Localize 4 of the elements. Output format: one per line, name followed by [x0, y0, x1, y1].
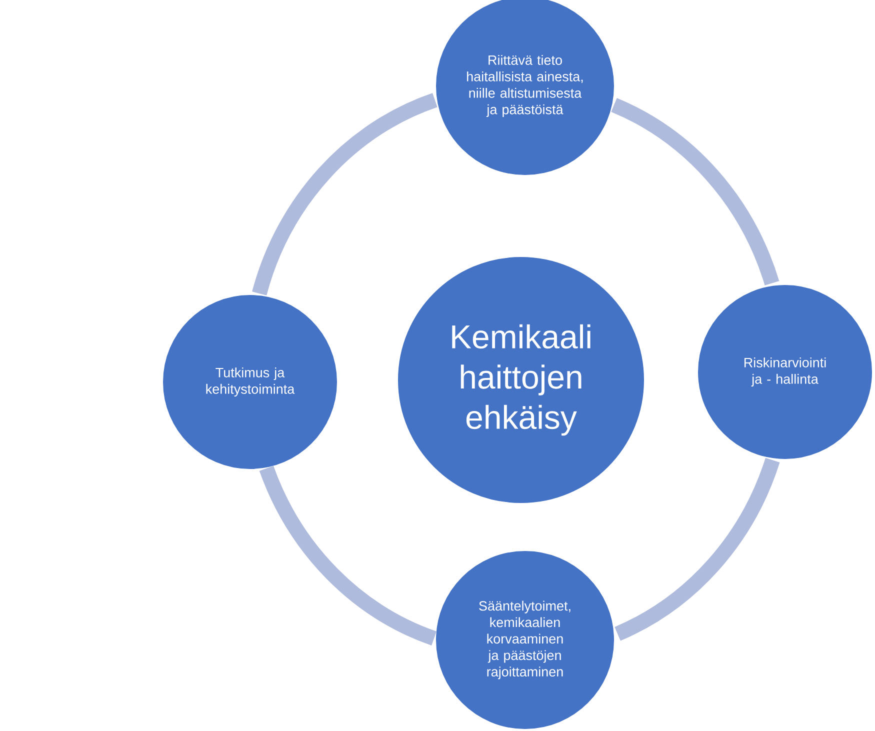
ring-arc [252, 93, 438, 296]
ring-arc [610, 98, 780, 286]
ring-arc [614, 458, 780, 641]
ring-arc [259, 466, 437, 646]
